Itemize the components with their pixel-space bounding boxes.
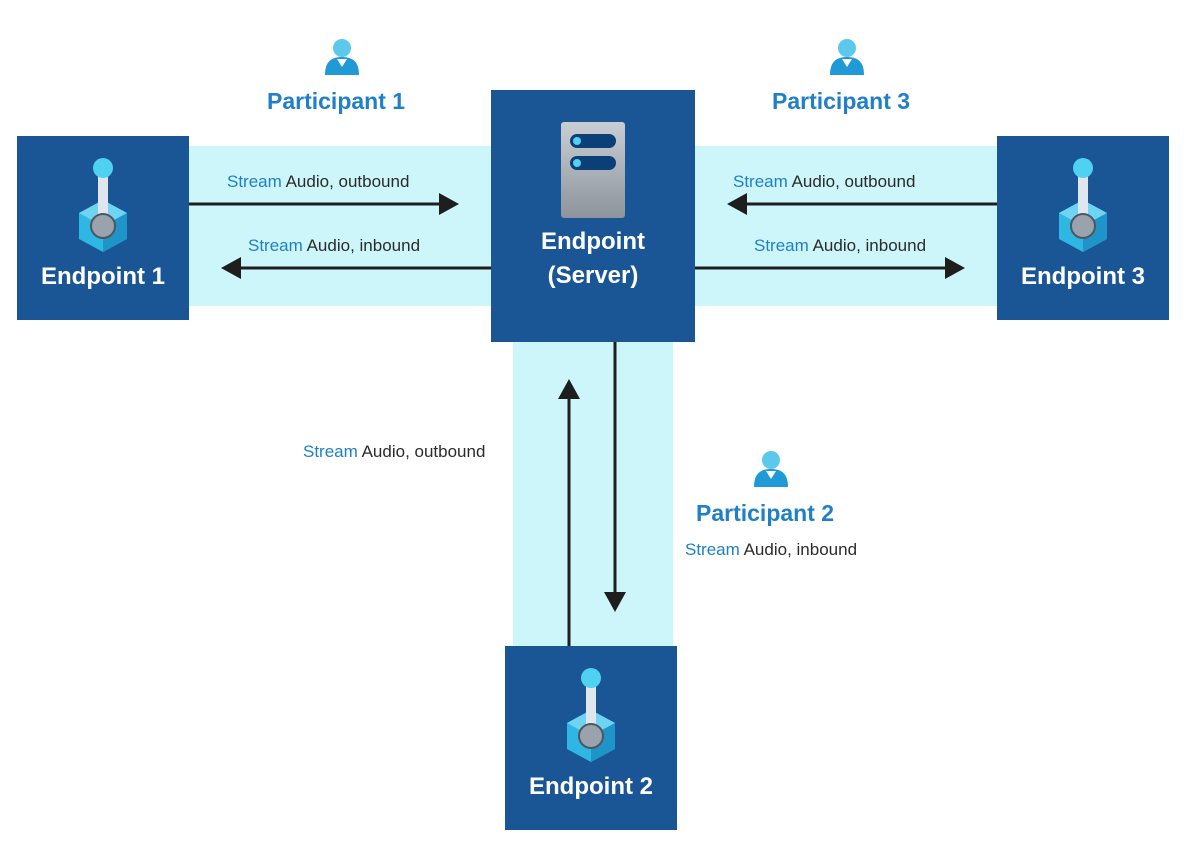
- stream-word: Stream: [227, 172, 282, 191]
- arrowhead-e1-inbound: [221, 257, 241, 279]
- endpoint-probe-icon: [567, 668, 615, 762]
- participant-2-label: Participant 2: [696, 500, 835, 526]
- endpoint-probe-icon: [1059, 158, 1107, 252]
- stream-direction: Audio, outbound: [361, 442, 486, 461]
- stream-label-e1-inbound: Stream Audio, inbound: [248, 236, 420, 256]
- endpoint-1-box: Endpoint 1: [17, 136, 189, 320]
- endpoint-2-box: Endpoint 2: [505, 646, 677, 830]
- server-icon: [561, 122, 625, 218]
- stream-label-e3-inbound: Stream Audio, inbound: [754, 236, 926, 256]
- arrowhead-e3-outbound: [727, 193, 747, 215]
- stream-direction: Audio, outbound: [791, 172, 916, 191]
- person-icon: [325, 39, 359, 75]
- server-label-line1: Endpoint: [541, 228, 645, 255]
- person-icon: [830, 39, 864, 75]
- stream-direction: Audio, inbound: [306, 236, 421, 255]
- arrowhead-e3-inbound: [945, 257, 965, 279]
- participant-3-label: Participant 3: [772, 88, 911, 114]
- stream-word: Stream: [303, 442, 358, 461]
- endpoint-1-label: Endpoint 1: [41, 263, 165, 290]
- arrowhead-e1-outbound: [439, 193, 459, 215]
- endpoint-3-box: Endpoint 3: [997, 136, 1169, 320]
- person-icon: [754, 451, 788, 487]
- stream-direction: Audio, inbound: [743, 540, 858, 559]
- stream-label-e3-outbound: Stream Audio, outbound: [733, 172, 915, 192]
- endpoint-3-label: Endpoint 3: [1021, 263, 1145, 290]
- stream-word: Stream: [754, 236, 809, 255]
- stream-label-e2-inbound: Stream Audio, inbound: [685, 540, 857, 560]
- arrowhead-e2-inbound: [604, 592, 626, 612]
- stream-word: Stream: [248, 236, 303, 255]
- arrowhead-e2-outbound: [558, 379, 580, 399]
- band-left: [189, 146, 491, 306]
- endpoint-probe-icon: [79, 158, 127, 252]
- stream-word: Stream: [685, 540, 740, 559]
- band-right: [695, 146, 997, 306]
- endpoint-2-label: Endpoint 2: [529, 773, 653, 800]
- server-box: Endpoint (Server): [491, 90, 695, 342]
- stream-direction: Audio, inbound: [812, 236, 927, 255]
- band-bottom: [513, 342, 673, 646]
- stream-label-e1-outbound: Stream Audio, outbound: [227, 172, 409, 192]
- stream-direction: Audio, outbound: [285, 172, 410, 191]
- server-label-line2: (Server): [547, 262, 639, 289]
- stream-word: Stream: [733, 172, 788, 191]
- participant-1-label: Participant 1: [267, 88, 406, 114]
- stream-label-e2-outbound: Stream Audio, outbound: [303, 442, 485, 462]
